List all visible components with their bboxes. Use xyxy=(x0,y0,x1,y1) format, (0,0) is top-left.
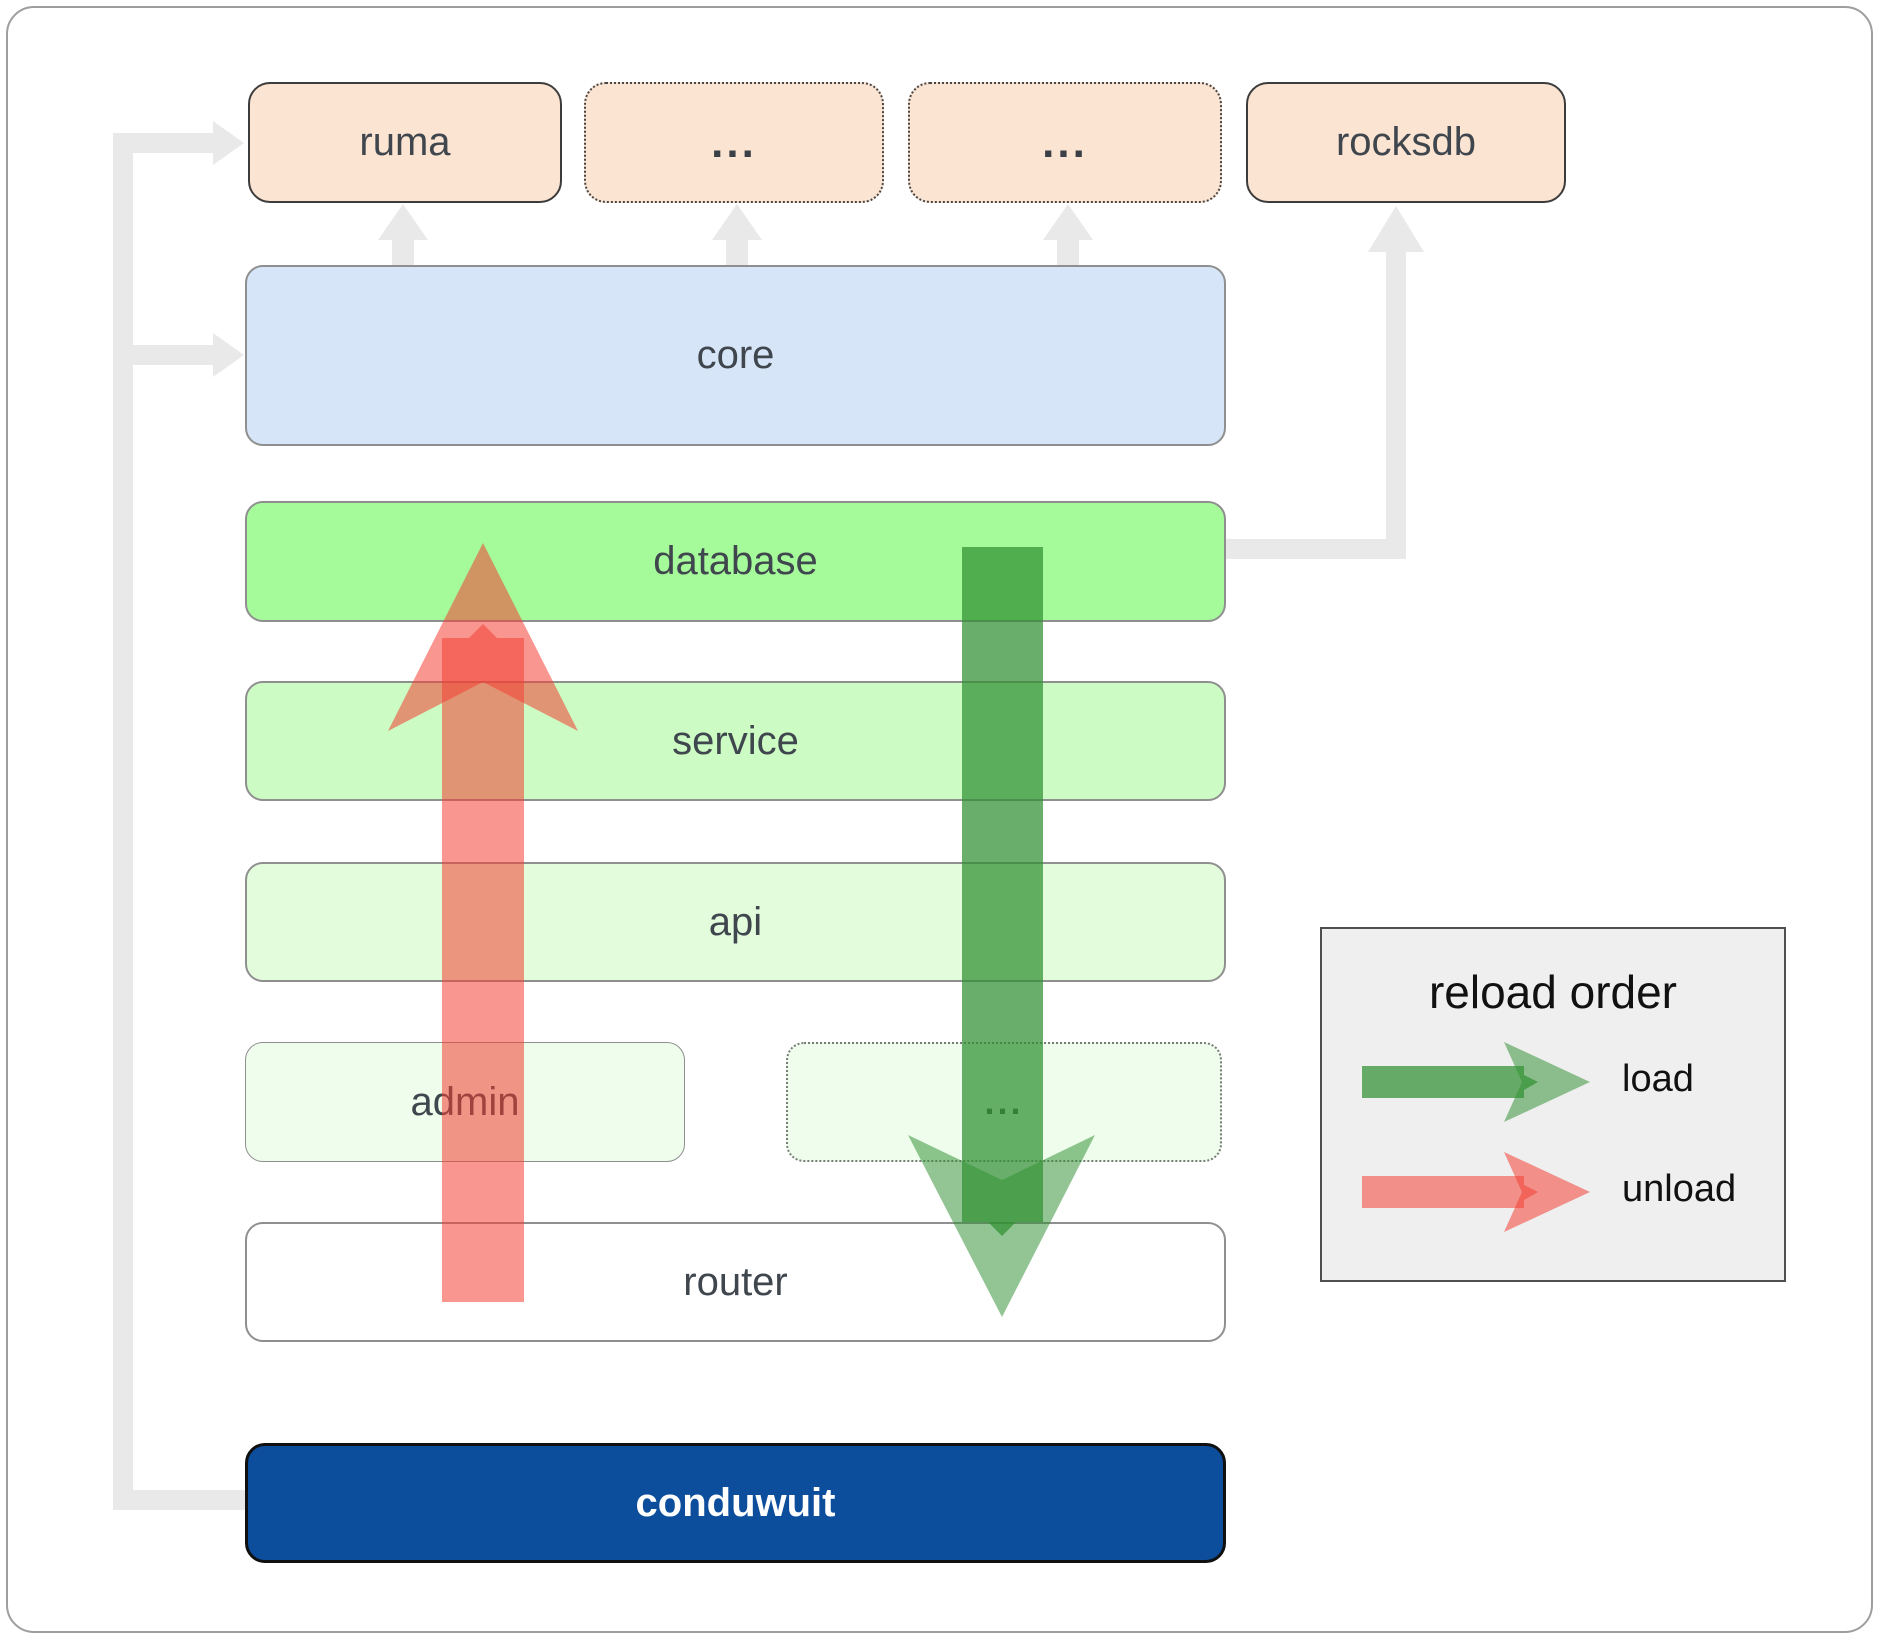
node-router: router xyxy=(245,1222,1226,1342)
node-ellipsis-mid-label: ... xyxy=(984,1080,1024,1122)
node-database: database xyxy=(245,501,1226,622)
node-rocksdb-label: rocksdb xyxy=(1335,120,1477,164)
node-ruma: ruma xyxy=(248,82,562,203)
legend-unload-label: unload xyxy=(1622,1168,1737,1210)
diagram-outer-frame xyxy=(6,6,1873,1633)
node-rocksdb: rocksdb xyxy=(1246,82,1566,203)
legend-load-label: load xyxy=(1622,1058,1694,1100)
node-conduwuit: conduwuit xyxy=(245,1443,1226,1563)
node-ellipsis-top-1-label: ... xyxy=(711,117,757,167)
node-core: core xyxy=(245,265,1226,446)
node-ellipsis-mid: ... xyxy=(786,1042,1222,1162)
node-router-label: router xyxy=(683,1259,788,1304)
node-ellipsis-top-2: ... xyxy=(908,82,1222,203)
node-database-label: database xyxy=(653,539,818,583)
node-conduwuit-label: conduwuit xyxy=(635,1480,836,1525)
node-ruma-label: ruma xyxy=(359,120,451,164)
node-api-label: api xyxy=(708,899,763,944)
node-admin-label: admin xyxy=(410,1079,520,1124)
legend-title: reload order xyxy=(1428,966,1678,1018)
node-admin: admin xyxy=(245,1042,685,1162)
node-ellipsis-top-2-label: ... xyxy=(1042,117,1088,167)
node-ellipsis-top-1: ... xyxy=(584,82,884,203)
node-core-label: core xyxy=(696,333,775,377)
node-service-label: service xyxy=(672,718,799,763)
legend-reload-order: reload order xyxy=(1320,927,1786,1282)
node-api: api xyxy=(245,862,1226,982)
node-service: service xyxy=(245,681,1226,801)
